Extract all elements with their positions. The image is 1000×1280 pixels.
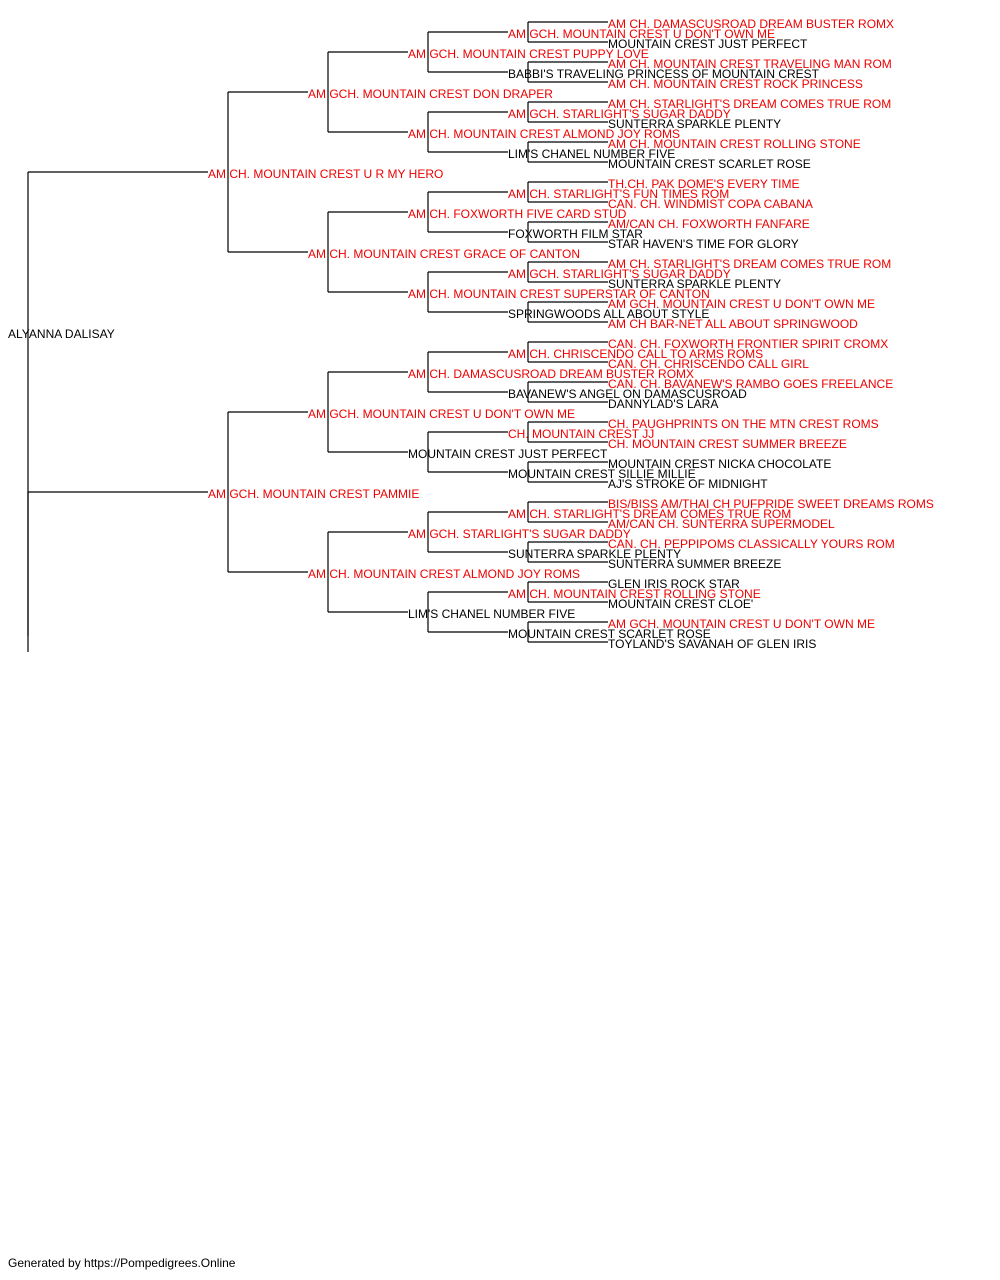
ancestor-name: CAN. CH. PEPPIPOMS CLASSICALLY YOURS ROM [608,537,895,551]
ancestor-name: SUNTERRA SPARKLE PLENTY [508,547,681,561]
ancestor-name: AM CH. MOUNTAIN CREST TRAVELING MAN ROM [608,57,892,71]
ancestor-name: AM/CAN CH. FOXWORTH FANFARE [608,217,810,231]
ancestor-name: BAVANEW'S ANGEL ON DAMASCUSROAD [508,387,747,401]
footer-credit: Generated by https://Pompedigrees.Online [8,1256,236,1270]
ancestor-name: TOYLAND'S SAVANAH OF GLEN IRIS [608,637,816,651]
connector-lines [27,21,608,652]
ancestor-name: MOUNTAIN CREST SILLIE MILLIE [508,467,696,481]
ancestor-name: BIS/BISS AM/THAI CH PUFPRIDE SWEET DREAM… [608,497,934,511]
ancestor-name: MOUNTAIN CREST NICKA CHOCOLATE [608,457,831,471]
pedigree-chart: ALYANNA DALISAY AM CH. MOUNTAIN CREST U R… [8,17,934,652]
ancestor-name: MOUNTAIN CREST SCARLET ROSE [608,157,811,171]
ancestor-name: CAN. CH. FOXWORTH FRONTIER SPIRIT CROMX [608,337,888,351]
ancestor-name: AM CH. MOUNTAIN CREST ALMOND JOY ROMS [308,567,580,581]
ancestor-name: AM GCH. MOUNTAIN CREST U DON'T OWN ME [508,27,775,41]
ancestor-name: MOUNTAIN CREST JUST PERFECT [608,37,808,51]
dog-labels: ALYANNA DALISAY AM CH. MOUNTAIN CREST U R… [8,17,934,651]
ancestor-name: AM GCH. MOUNTAIN CREST U DON'T OWN ME [608,617,875,631]
ancestor-name: TH.CH. PAK DOME'S EVERY TIME [608,177,799,191]
ancestor-name: AM CH. STARLIGHT'S FUN TIMES ROM [508,187,729,201]
ancestor-name: SUNTERRA SPARKLE PLENTY [608,117,781,131]
ancestor-name: AM GCH. MOUNTAIN CREST PAMMIE [208,487,419,501]
ancestor-name: AM CH. STARLIGHT'S DREAM COMES TRUE ROM [508,507,791,521]
ancestor-name: MOUNTAIN CREST JUST PERFECT [408,447,608,461]
ancestor-name: LIM'S CHANEL NUMBER FIVE [408,607,575,621]
ancestor-name: CAN. CH. WINDMIST COPA CABANA [608,197,813,211]
ancestor-name: FOXWORTH FILM STAR [508,227,643,241]
ancestor-name: BABBI'S TRAVELING PRINCESS OF MOUNTAIN C… [508,67,820,81]
ancestor-name: GLEN IRIS ROCK STAR [608,577,740,591]
ancestor-name: AM CH. STARLIGHT'S DREAM COMES TRUE ROM [608,257,891,271]
ancestor-name: LIM'S CHANEL NUMBER FIVE [508,147,675,161]
ancestor-name: AM CH. MOUNTAIN CREST ROCK PRINCESS [608,77,863,91]
ancestor-name: CH. MOUNTAIN CREST SUMMER BREEZE [608,437,847,451]
ancestor-name: CH. MOUNTAIN CREST JJ [508,427,654,441]
ancestor-name: AM GCH. MOUNTAIN CREST PUPPY LOVE [408,47,649,61]
ancestor-name: CH. PAUGHPRINTS ON THE MTN CREST ROMS [608,417,879,431]
ancestor-name: AM CH BAR-NET ALL ABOUT SPRINGWOOD [608,317,858,331]
ancestor-name: AM CH. MOUNTAIN CREST U R MY HERO [208,167,443,181]
ancestor-name: DANNYLAD'S LARA [608,397,718,411]
ancestor-name: AJ'S STROKE OF MIDNIGHT [608,477,768,491]
ancestor-name: AM CH. CHRISCENDO CALL TO ARMS ROMS [508,347,763,361]
ancestor-name: AM GCH. STARLIGHT'S SUGAR DADDY [408,527,631,541]
ancestor-name: AM CH. MOUNTAIN CREST ROLLING STONE [508,587,761,601]
ancestor-name: AM GCH. MOUNTAIN CREST U DON'T OWN ME [308,407,575,421]
ancestor-name: AM GCH. STARLIGHT'S SUGAR DADDY [508,107,731,121]
ancestor-name: AM GCH. MOUNTAIN CREST U DON'T OWN ME [608,297,875,311]
ancestor-name: SUNTERRA SPARKLE PLENTY [608,277,781,291]
subject-name: ALYANNA DALISAY [8,327,115,341]
ancestor-name: SPRINGWOODS ALL ABOUT STYLE [508,307,709,321]
ancestor-name: CAN. CH. BAVANEW'S RAMBO GOES FREELANCE [608,377,893,391]
ancestor-name: MOUNTAIN CREST SCARLET ROSE [508,627,711,641]
ancestor-name: AM/CAN CH. SUNTERRA SUPERMODEL [608,517,835,531]
ancestor-name: STAR HAVEN'S TIME FOR GLORY [608,237,799,251]
ancestor-name: AM GCH. MOUNTAIN CREST DON DRAPER [308,87,553,101]
ancestor-name: SUNTERRA SUMMER BREEZE [608,557,781,571]
ancestor-name: AM CH. MOUNTAIN CREST SUPERSTAR OF CANTO… [408,287,710,301]
ancestor-name: AM CH. MOUNTAIN CREST GRACE OF CANTON [308,247,580,261]
ancestor-name: CAN. CH. CHRISCENDO CALL GIRL [608,357,809,371]
ancestor-name: AM CH. MOUNTAIN CREST ALMOND JOY ROMS [408,127,680,141]
ancestor-name: AM GCH. STARLIGHT'S SUGAR DADDY [508,267,731,281]
ancestor-name: AM CH. MOUNTAIN CREST ROLLING STONE [608,137,861,151]
ancestor-name: AM CH. DAMASCUSROAD DREAM BUSTER ROMX [608,17,894,31]
ancestor-name: AM CH. DAMASCUSROAD DREAM BUSTER ROMX [408,367,694,381]
ancestor-name: AM CH. STARLIGHT'S DREAM COMES TRUE ROM [608,97,891,111]
ancestor-name: AM CH. FOXWORTH FIVE CARD STUD [408,207,627,221]
ancestor-name: MOUNTAIN CREST CLOE' [608,597,753,611]
